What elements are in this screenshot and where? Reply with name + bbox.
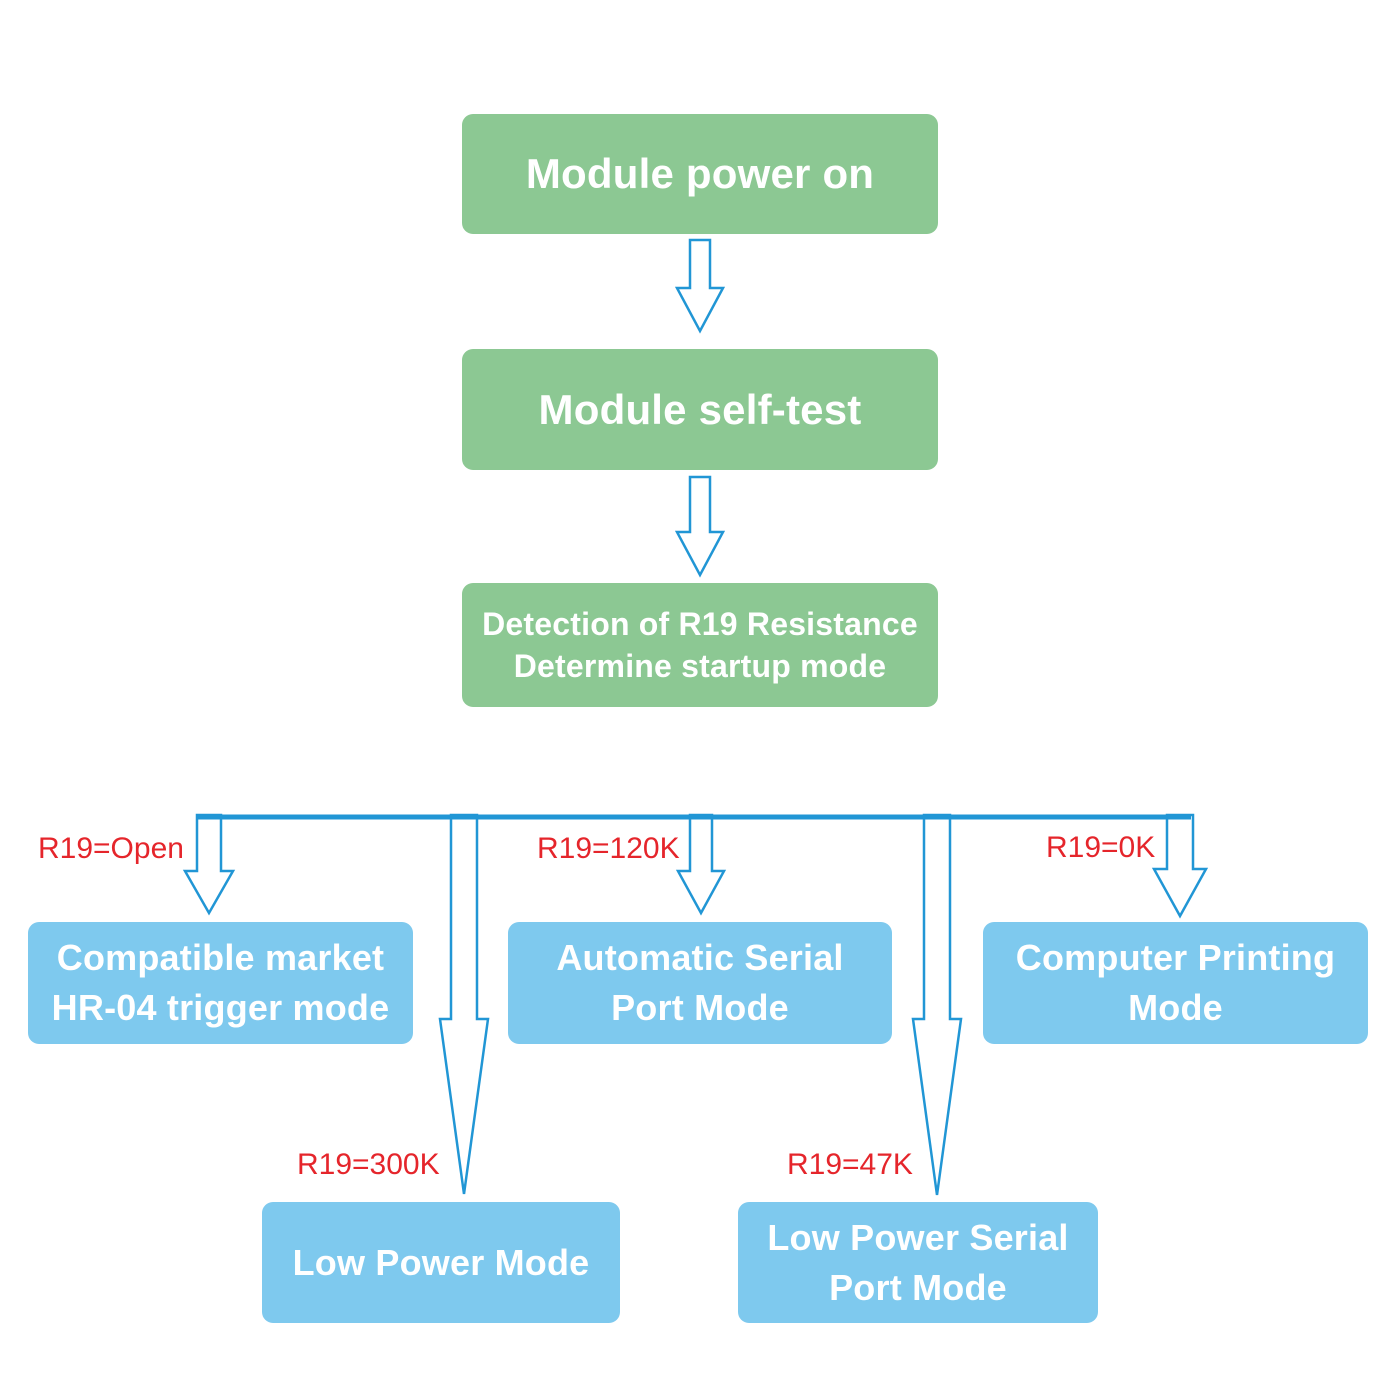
label-r19-0k: R19=0K [1046, 831, 1156, 864]
down-arrow-r19-120k-icon [675, 813, 727, 916]
node-module-power-on: Module power on [462, 114, 938, 234]
down-arrow-r19-0k-icon [1151, 813, 1209, 919]
node-detection-r19-resistance: Detection of R19 Resistance Determine st… [462, 583, 938, 707]
label-r19-open: R19=Open [38, 832, 184, 865]
node-low-power-serial-port-mode: Low Power Serial Port Mode [738, 1202, 1098, 1323]
down-arrow-r19-47k-icon [911, 813, 963, 1196]
node-low-power-mode: Low Power Mode [262, 1202, 620, 1323]
down-arrow-selftest-to-detection-icon [674, 475, 726, 578]
down-arrow-r19-300k-icon [438, 813, 490, 1195]
down-arrow-r19-open-icon [182, 813, 236, 916]
down-arrow-power-to-selftest-icon [674, 238, 726, 334]
node-module-self-test: Module self-test [462, 349, 938, 470]
node-computer-printing-mode: Computer Printing Mode [983, 922, 1368, 1044]
node-automatic-serial-port-mode: Automatic Serial Port Mode [508, 922, 892, 1044]
label-r19-120k: R19=120K [537, 832, 680, 865]
label-r19-47k: R19=47K [787, 1148, 913, 1181]
label-r19-300k: R19=300K [297, 1148, 440, 1181]
node-compatible-market-hr04-trigger-mode: Compatible market HR-04 trigger mode [28, 922, 413, 1044]
